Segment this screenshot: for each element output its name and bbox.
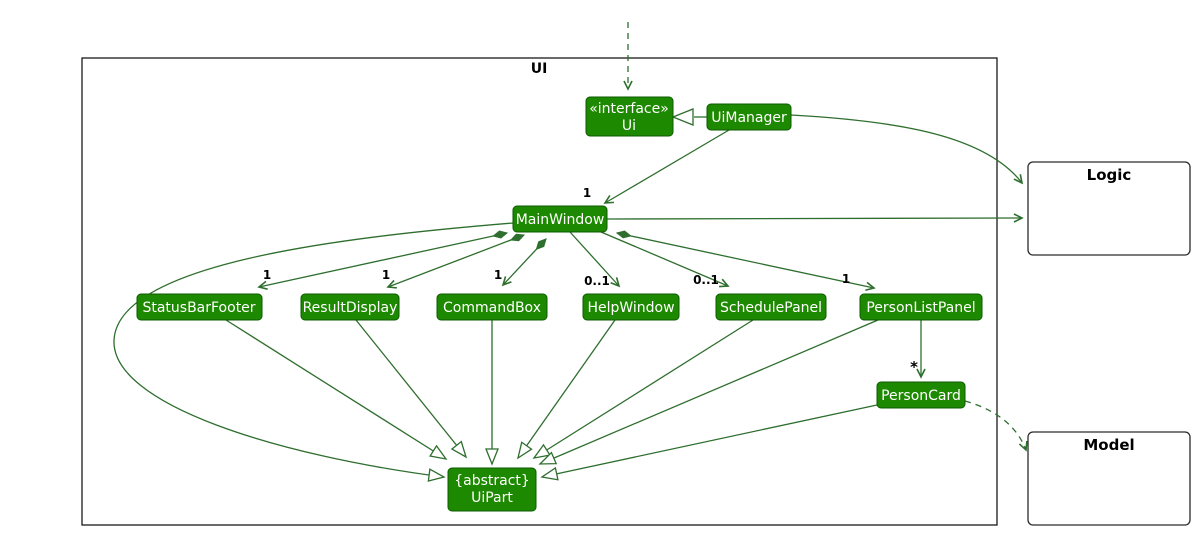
personlistpanel-box — [859, 293, 983, 321]
node-commandbox: CommandBox — [436, 293, 548, 321]
edge-uimanager-mainwindow — [603, 129, 730, 204]
node-schedulepanel: SchedulePanel — [715, 293, 827, 321]
mult-helpwindow: 0..1 — [584, 274, 610, 288]
uipart-box — [447, 467, 537, 512]
logic-component: Logic — [1027, 161, 1191, 256]
model-component: Model — [1027, 431, 1191, 526]
edge-mainwindow-inherits-uipart — [113, 222, 514, 482]
ui-interface-name: Ui — [622, 118, 636, 134]
edge-personlistpanel-inherits-uipart — [538, 319, 879, 465]
ui-interface-stereotype: «interface» — [589, 101, 669, 117]
resultdisplay-name: ResultDisplay — [303, 300, 398, 316]
multiplicity-labels: 1 1 1 1 0..1 0..1 1 * — [263, 186, 918, 376]
logic-label: Logic — [1087, 166, 1132, 184]
personcard-name: PersonCard — [881, 388, 961, 404]
ui-interface-box — [585, 96, 674, 137]
node-mainwindow: MainWindow — [512, 205, 608, 233]
node-resultdisplay: ResultDisplay — [300, 293, 400, 321]
uimanager-box — [706, 103, 792, 131]
mainwindow-box — [512, 205, 608, 233]
node-personlistpanel: PersonListPanel — [859, 293, 983, 321]
edge-personcard-model — [964, 400, 1028, 452]
uipart-name: UiPart — [471, 490, 513, 506]
statusbarfooter-box — [136, 293, 263, 321]
edge-schedulepanel-inherits-uipart — [532, 319, 754, 459]
edge-resultdisplay-inherits-uipart — [355, 319, 468, 459]
edges — [113, 22, 1028, 482]
statusbarfooter-name: StatusBarFooter — [142, 300, 255, 316]
node-uimanager: UiManager — [706, 103, 792, 131]
uipart-abstract-tag: {abstract} — [454, 473, 530, 489]
edge-personcard-inherits-uipart — [540, 404, 878, 481]
helpwindow-box — [582, 293, 680, 321]
edge-mainwindow-helpwindow — [569, 231, 621, 288]
edge-uimanager-logic — [790, 114, 1024, 185]
edge-mainwindow-personlistpanel — [617, 233, 874, 288]
mult-commandbox: 1 — [494, 268, 502, 282]
node-helpwindow: HelpWindow — [582, 293, 680, 321]
edge-mainwindow-resultdisplay — [388, 235, 524, 287]
logic-box — [1027, 161, 1191, 256]
commandbox-name: CommandBox — [443, 300, 541, 316]
mult-personcard: * — [910, 358, 918, 376]
model-box — [1027, 431, 1191, 526]
edge-mainwindow-logic — [606, 213, 1024, 223]
mult-mainwindow: 1 — [583, 186, 591, 200]
edge-helpwindow-inherits-uipart — [516, 319, 616, 460]
personcard-box — [876, 381, 966, 409]
mainwindow-name: MainWindow — [516, 212, 605, 228]
realization-triangle-icon — [671, 108, 694, 126]
schedulepanel-name: SchedulePanel — [720, 300, 822, 316]
mult-schedulepanel: 0..1 — [693, 273, 719, 287]
node-ui-interface: «interface» Ui — [585, 96, 674, 137]
class-nodes: «interface» Ui UiManager MainWindow Stat… — [136, 96, 983, 512]
personlistpanel-name: PersonListPanel — [866, 300, 975, 316]
commandbox-box — [436, 293, 548, 321]
mult-personlistpanel: 1 — [842, 272, 850, 286]
ui-frame-label: UI — [531, 61, 548, 77]
ui-frame — [81, 57, 998, 526]
edge-statusbarfooter-inherits-uipart — [225, 319, 448, 460]
model-label: Model — [1083, 436, 1134, 454]
schedulepanel-box — [715, 293, 827, 321]
node-statusbarfooter: StatusBarFooter — [136, 293, 263, 321]
mult-statusbarfooter: 1 — [263, 268, 271, 282]
node-personcard: PersonCard — [876, 381, 966, 409]
uimanager-name: UiManager — [711, 110, 787, 126]
helpwindow-name: HelpWindow — [587, 300, 674, 316]
mult-resultdisplay: 1 — [382, 268, 390, 282]
resultdisplay-box — [300, 293, 400, 321]
node-uipart: {abstract} UiPart — [447, 467, 537, 512]
edge-mainwindow-commandbox — [503, 239, 546, 285]
